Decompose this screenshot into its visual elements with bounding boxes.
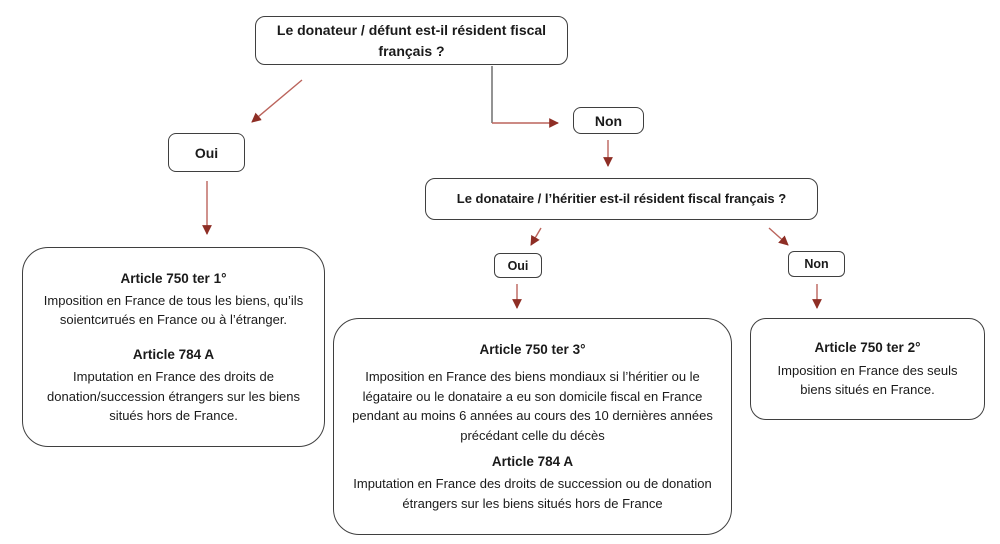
- outcome-section: Article 750 ter 2° Imposition en France …: [763, 338, 972, 399]
- article-body: Imputation en France des droits de succe…: [353, 476, 712, 511]
- outcome-article-750-ter-3: Article 750 ter 3° Imposition en France …: [333, 318, 732, 535]
- outcome-section: Article 750 ter 1° Imposition en France …: [35, 269, 312, 330]
- question-heir-resident: Le donataire / l’héritier est-il résiden…: [425, 178, 818, 220]
- arrow-q2-to-non: [768, 227, 789, 246]
- outcome-section: Article 784 A Imputation en France des d…: [346, 452, 719, 513]
- article-body: Imposition en France des seuls biens sit…: [777, 362, 958, 398]
- outcome-section: Article 750 ter 3° Imposition en France …: [346, 340, 719, 445]
- article-title: Article 784 A: [132, 346, 215, 362]
- article-title: Article 750 ter 2°: [814, 340, 921, 356]
- article-body: Imposition en France des biens mondiaux …: [352, 369, 713, 443]
- branch2-oui-label: Oui: [494, 253, 542, 278]
- arrow-q1-to-oui: [251, 79, 303, 123]
- branch1-non-label: Non: [573, 107, 644, 134]
- article-body: Imputation en France des droits de donat…: [47, 369, 300, 423]
- branch1-oui-label: Oui: [168, 133, 245, 172]
- article-body: Imposition en France de tous les biens, …: [43, 292, 304, 328]
- article-title: Article 784 A: [491, 454, 574, 469]
- outcome-section: Article 784 A Imputation en France des d…: [35, 345, 312, 426]
- outcome-article-750-ter-1: Article 750 ter 1° Imposition en France …: [22, 247, 325, 447]
- article-title: Article 750 ter 1°: [120, 270, 227, 286]
- arrow-q2-to-oui: [530, 227, 542, 246]
- article-title: Article 750 ter 3°: [479, 341, 586, 357]
- branch2-non-label: Non: [788, 251, 845, 277]
- outcome-article-750-ter-2: Article 750 ter 2° Imposition en France …: [750, 318, 985, 420]
- question-donor-resident: Le donateur / défunt est-il résident fis…: [255, 16, 568, 65]
